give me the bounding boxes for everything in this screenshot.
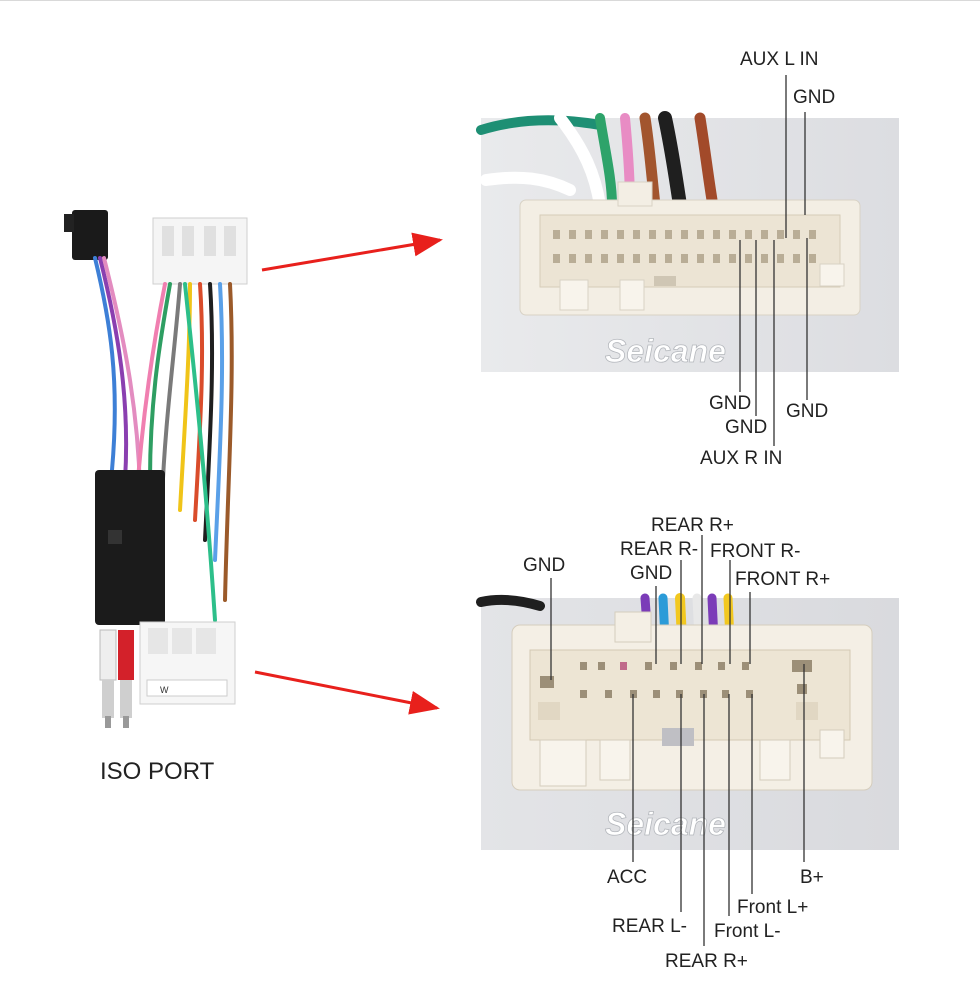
label-front-l-plus: Front L+ [737,897,809,918]
arrow-to-top-connector [261,232,443,272]
label-rear-r-minus: REAR R- [620,539,699,560]
label-rear-l-minus: REAR L- [612,916,687,937]
label-gnd-mid: GND [630,563,673,584]
label-gnd-right: GND [786,401,829,422]
label-gnd-top: GND [793,87,836,108]
label-aux-l-in: AUX L IN [740,49,819,70]
iso-harness-illustration: W [64,210,248,728]
label-gnd-2: GND [725,417,768,438]
label-gnd-left: GND [523,555,566,576]
iso-port-caption: ISO PORT [100,758,215,785]
bottom-connector-photo: Seicane [476,593,899,850]
watermark-top: Seicane [605,333,726,369]
top-divider [0,0,980,1]
label-rear-r-plus-top: REAR R+ [651,515,734,536]
label-b-plus: B+ [800,867,824,888]
label-rear-r-plus-bottom: REAR R+ [665,951,748,972]
label-front-r-plus: FRONT R+ [735,569,831,590]
label-aux-r-in: AUX R IN [700,448,783,469]
label-gnd-1: GND [709,393,752,414]
label-front-r-minus: FRONT R- [710,541,801,562]
label-front-l-minus: Front L- [714,921,781,942]
top-leader-lines [739,75,808,446]
top-connector-photo: Seicane [476,111,899,372]
bottom-leader-lines [550,535,805,946]
label-tag: W [160,685,169,695]
label-acc: ACC [607,867,648,888]
arrow-to-bottom-connector [254,670,440,715]
watermark-bottom: Seicane [605,806,726,842]
